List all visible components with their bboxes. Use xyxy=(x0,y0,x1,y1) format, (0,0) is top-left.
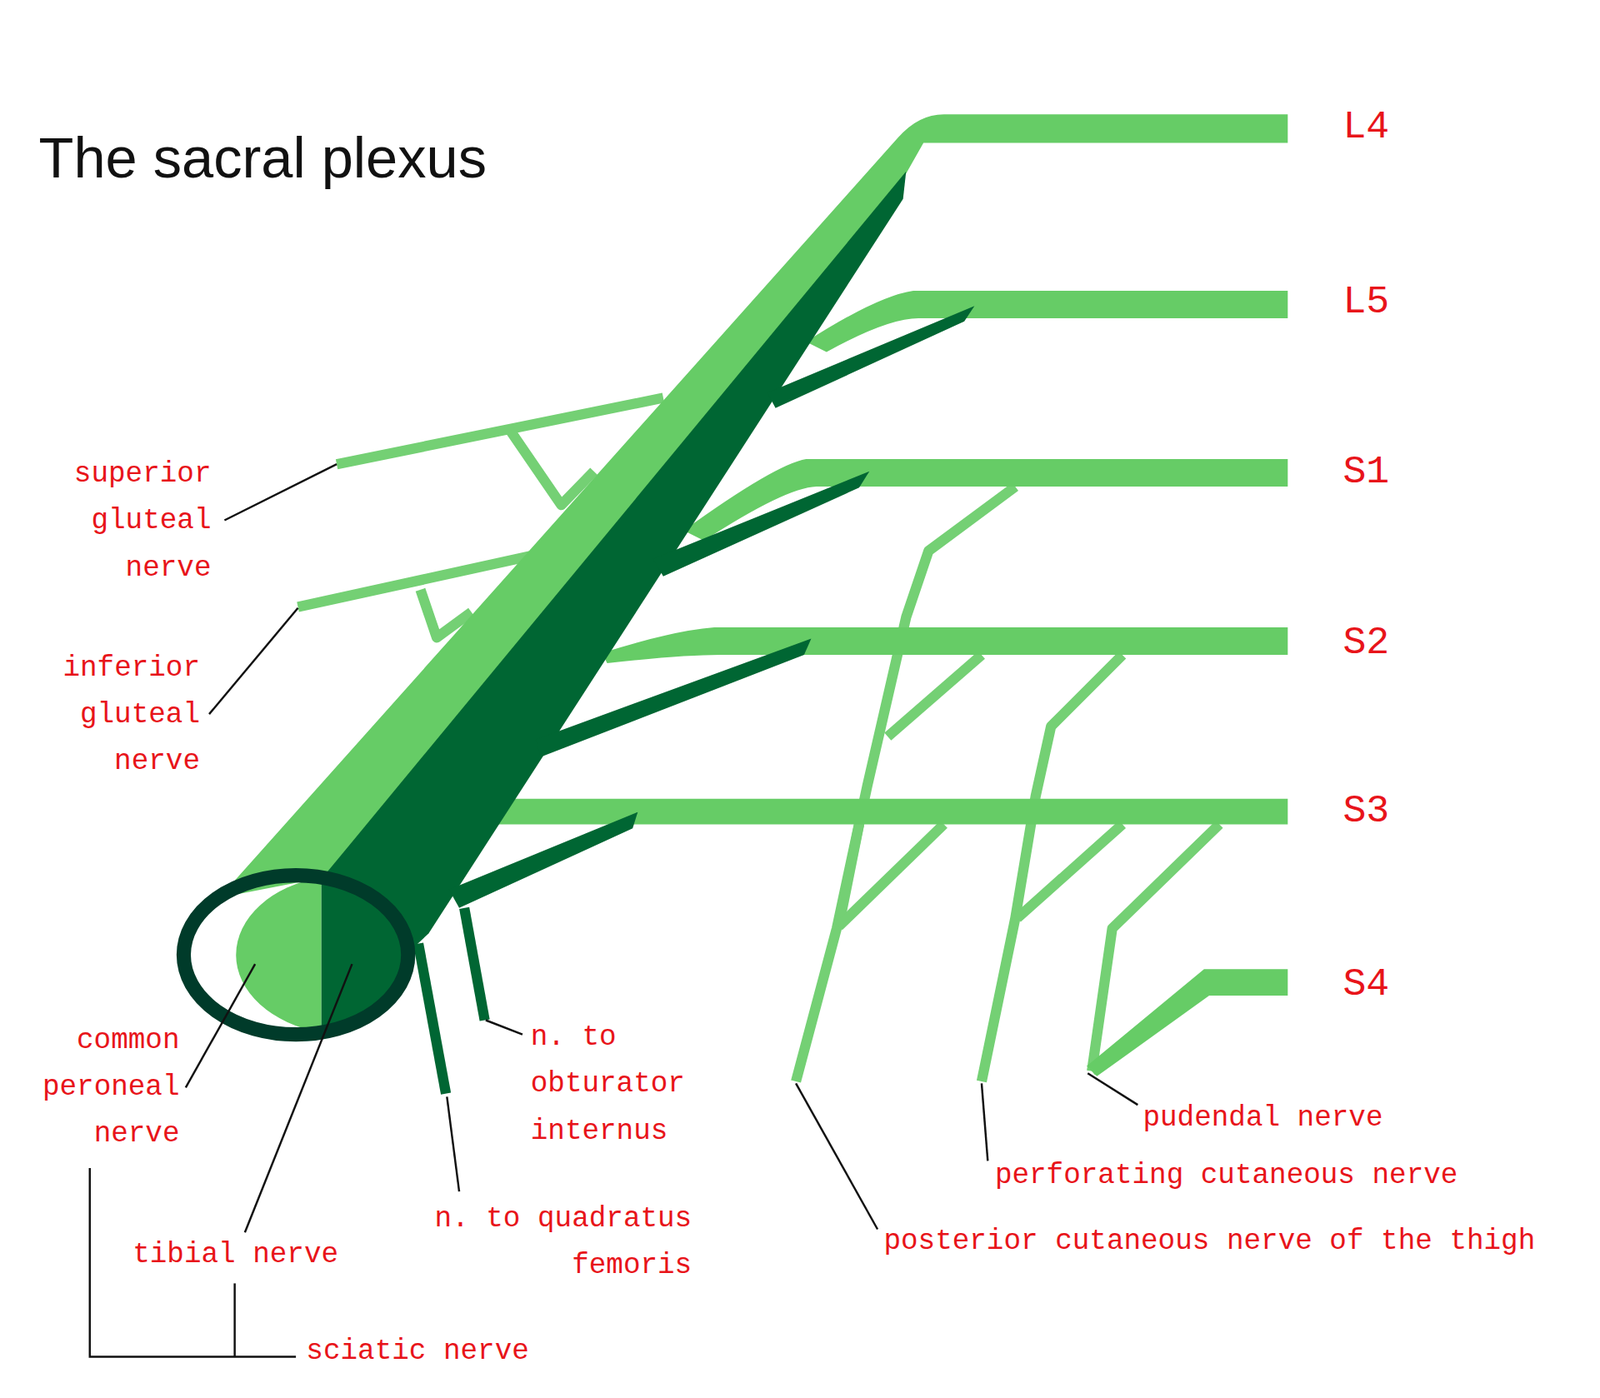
sciatic-sheath xyxy=(183,875,408,1035)
leader-line xyxy=(446,1096,460,1192)
nerve-label: superior gluteal nerve xyxy=(48,450,212,592)
s1-dark-branch xyxy=(653,471,870,577)
leader-line xyxy=(245,964,353,1233)
dark-roots xyxy=(324,171,975,1021)
leader-line xyxy=(981,1083,988,1161)
light-roots xyxy=(219,114,1288,1077)
root-label: S1 xyxy=(1342,449,1390,496)
l4-root xyxy=(219,114,1288,898)
s4-root xyxy=(1086,969,1288,1077)
leader-line xyxy=(185,964,255,1088)
root-label: L4 xyxy=(1342,104,1390,151)
s3-dark-branch xyxy=(449,812,639,909)
nerve-label: pudendal nerve xyxy=(1142,1095,1383,1142)
leader-line xyxy=(485,1020,523,1035)
nerve-to-quadratus-femoris xyxy=(418,944,446,1095)
l5-root xyxy=(805,290,1288,352)
nerve-label: common peroneal nerve xyxy=(16,1017,180,1159)
nerve-label: posterior cutaneous nerve of the thigh xyxy=(883,1218,1535,1265)
nerve-to-obturator-internus xyxy=(464,908,485,1021)
tibial-trunk xyxy=(324,171,906,1021)
perforating-cutaneous-root xyxy=(1017,824,1123,919)
root-label: S4 xyxy=(1342,960,1390,1008)
superior-gluteal-nerve xyxy=(336,398,664,465)
peroneal-half xyxy=(235,877,321,1033)
nerve-label: tibial nerve xyxy=(132,1231,339,1279)
s3-root xyxy=(495,799,1288,825)
leader-lines xyxy=(90,464,1139,1357)
posterior-cutaneous-nerve xyxy=(795,486,1015,1082)
leader-line xyxy=(224,464,337,520)
diagram-title: The sacral plexus xyxy=(39,124,487,192)
s2-root xyxy=(601,627,1288,664)
posterior-cutaneous-root xyxy=(839,824,945,926)
sciatic-bracket xyxy=(233,1283,235,1357)
root-label: S3 xyxy=(1342,787,1390,835)
nerve-label: perforating cutaneous nerve xyxy=(995,1153,1459,1200)
nerve-label: n. to quadratus femoris xyxy=(424,1195,692,1290)
nerve-label: n. to obturator internus xyxy=(530,1014,715,1155)
leader-line xyxy=(209,608,299,715)
posterior-cutaneous-root xyxy=(887,655,982,737)
sciatic-cross-section xyxy=(183,875,408,1035)
root-label: S2 xyxy=(1342,619,1390,666)
nerve-label: sciatic nerve xyxy=(305,1328,529,1375)
s2-dark-branch xyxy=(535,639,812,758)
nerve-label: inferior gluteal nerve xyxy=(36,645,200,786)
leader-line xyxy=(1087,1073,1138,1105)
leader-line xyxy=(795,1083,878,1230)
l5-dark-branch xyxy=(767,305,975,408)
muscle-branches xyxy=(418,908,485,1095)
root-label: L5 xyxy=(1342,278,1390,325)
s1-root xyxy=(683,459,1288,541)
